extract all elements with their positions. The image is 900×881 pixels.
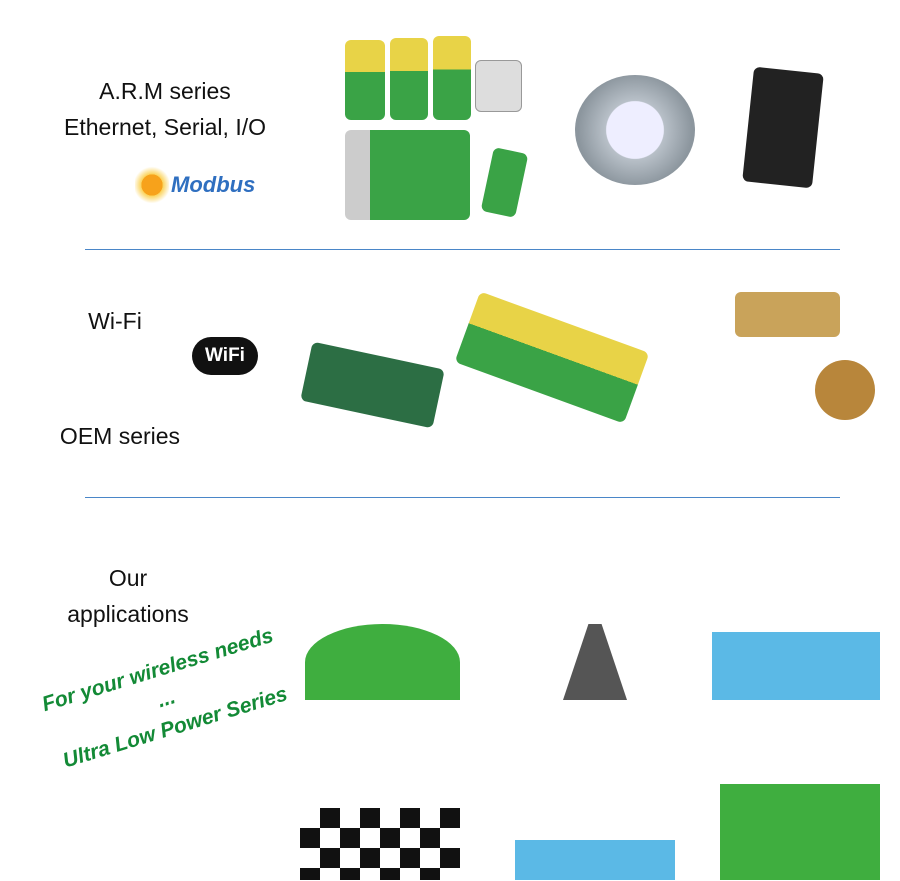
slogan: For your wireless needs ... Ultra Low Po… xyxy=(10,612,323,786)
modbus-logo: Modbus xyxy=(135,165,255,205)
remote-control-product xyxy=(742,66,824,189)
application-road-signage xyxy=(515,530,675,700)
application-water-tower xyxy=(515,720,675,880)
modbus-logo-text: Modbus xyxy=(171,172,256,197)
arm-module-product xyxy=(433,36,471,120)
arm-series-subtitle: Ethernet, Serial, I/O xyxy=(64,114,266,140)
oem-chip-product xyxy=(735,292,840,337)
wifi-title: Wi-Fi xyxy=(88,308,142,334)
arm-enclosure-product xyxy=(475,60,522,112)
wifi-enclosure-product xyxy=(454,291,650,424)
application-motor-racing xyxy=(300,720,460,880)
oem-series-title: OEM series xyxy=(59,423,181,449)
modbus-mark-icon xyxy=(135,165,169,205)
arm-io-rack-product xyxy=(345,130,470,220)
arm-series-title: A.R.M series xyxy=(99,78,231,104)
arm-module-product xyxy=(390,38,428,120)
application-weather-buoy xyxy=(712,530,880,700)
enclosure-housing-product xyxy=(575,75,695,185)
applications-title-line1: Our xyxy=(108,565,148,591)
wifi-logo: WiFi xyxy=(192,337,258,375)
oem-radio-module-product xyxy=(300,341,445,429)
arm-module-product xyxy=(345,40,385,120)
applications-title-line2: applications xyxy=(67,601,189,627)
coin-scale-reference xyxy=(815,360,875,420)
application-wind-farm xyxy=(305,530,460,700)
arm-stick-product xyxy=(480,147,529,218)
section-divider xyxy=(85,249,840,250)
section-divider xyxy=(85,497,840,498)
application-irrigation xyxy=(720,720,880,880)
